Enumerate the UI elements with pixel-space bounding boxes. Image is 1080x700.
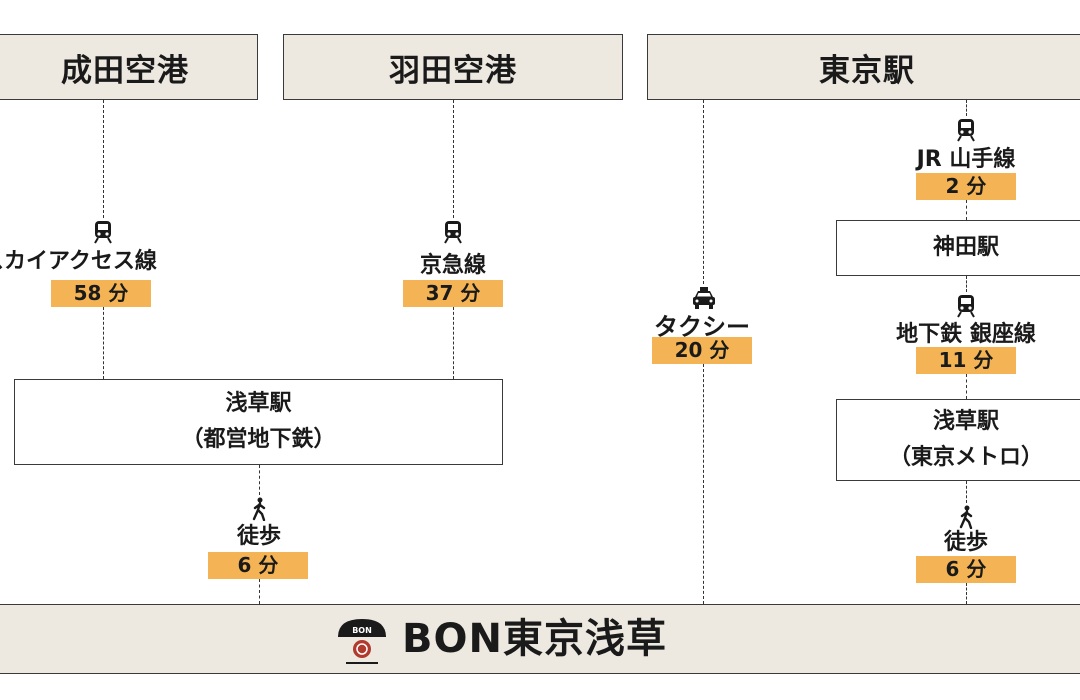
train-icon <box>94 221 112 244</box>
tokyo-line2-label: 地下鉄 銀座線 <box>896 322 1036 347</box>
connector-tokyo-6 <box>966 583 967 604</box>
walk-right-time-badge: 6 分 <box>916 556 1016 583</box>
walking-person-icon <box>252 497 266 521</box>
taxi-icon <box>693 287 715 309</box>
tokyo-time2-badge: 11 分 <box>916 347 1016 374</box>
taxi-label: タクシー <box>654 313 750 341</box>
kanda-station: 神田駅 <box>836 220 1080 276</box>
connector-tokyo-3 <box>966 276 967 292</box>
connector-taxi-bottom <box>703 364 704 604</box>
asakusa-metro-sub: （東京メトロ） <box>888 445 1043 470</box>
connector-tokyo-2 <box>966 200 967 220</box>
brand-name: BON東京浅草 <box>402 616 667 662</box>
connector-tokyo-5 <box>966 481 967 503</box>
asakusa-metro-name: 浅草駅 <box>932 409 999 434</box>
asakusa-metro-station: 浅草駅 （東京メトロ） <box>836 399 1080 481</box>
connector-walk-left-bottom <box>259 579 260 604</box>
connector-narita-bottom <box>103 307 104 379</box>
connector-narita-top <box>103 100 104 218</box>
taxi-time-badge: 20 分 <box>652 337 752 364</box>
train-icon <box>957 119 975 142</box>
tokyo-line1-label: JR 山手線 <box>916 147 1016 172</box>
asakusa-toei-name: 浅草駅 <box>225 391 292 416</box>
walking-person-icon <box>959 505 973 529</box>
walk-right-label: 徒歩 <box>943 530 988 555</box>
narita-line-label: 田スカイアクセス線 <box>0 249 157 274</box>
connector-taxi-top <box>703 100 704 284</box>
connector-haneda-bottom <box>453 307 454 379</box>
connector-tokyo-1 <box>966 100 967 116</box>
train-icon <box>444 221 462 244</box>
asakusa-toei-sub: （都営地下鉄） <box>181 427 336 452</box>
origin-haneda-header: 羽田空港 <box>283 34 623 100</box>
tokyo-time1-badge: 2 分 <box>916 173 1016 200</box>
bon-logo-icon: BON <box>338 619 386 664</box>
connector-tokyo-4 <box>966 374 967 399</box>
narita-time-badge: 58 分 <box>51 280 151 307</box>
walk-left-time-badge: 6 分 <box>208 552 308 579</box>
connector-walk-left-top <box>259 465 260 495</box>
train-icon <box>957 295 975 318</box>
origin-tokyo-header: 東京駅 <box>647 34 1080 100</box>
svg-text:BON: BON <box>352 626 372 635</box>
kanda-station-name: 神田駅 <box>932 235 999 260</box>
footer-bar: BON BON東京浅草 <box>0 604 1080 674</box>
connector-haneda-top <box>453 100 454 218</box>
haneda-time-badge: 37 分 <box>403 280 503 307</box>
asakusa-toei-station: 浅草駅 （都営地下鉄） <box>14 379 503 465</box>
walk-left-label: 徒歩 <box>236 524 281 549</box>
origin-narita-header: 成田空港 <box>0 34 258 100</box>
haneda-line-label: 京急線 <box>419 253 486 278</box>
